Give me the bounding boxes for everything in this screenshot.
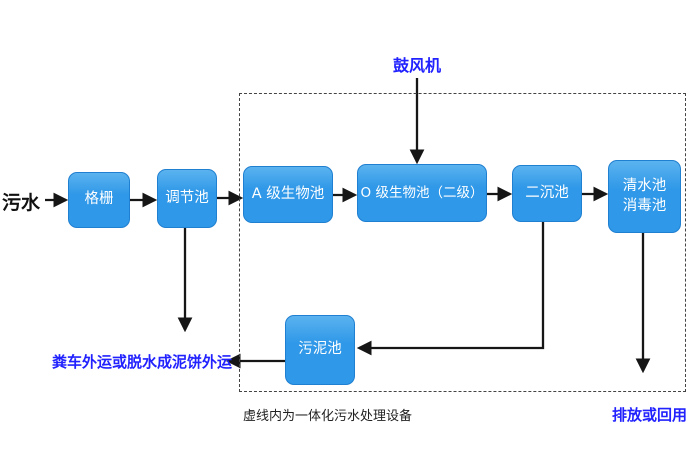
node-o-bio-tank: O 级生物池（二级） <box>357 164 487 222</box>
label-sewage-inflow: 污水 <box>2 192 41 214</box>
caption-equipment-boundary: 虚线内为一体化污水处理设备 <box>243 409 413 424</box>
label-sludge-disposal: 粪车外运或脱水成泥饼外运 <box>52 353 233 371</box>
node-secondary-sedimentation-tank: 二沉池 <box>512 165 582 222</box>
node-grid: 格栅 <box>68 172 130 228</box>
node-regulating-tank: 调节池 <box>157 169 217 228</box>
node-clear-water-disinfection-tank: 清水池 消毒池 <box>608 160 681 233</box>
label-blower: 鼓风机 <box>392 56 441 75</box>
node-sludge-tank: 污泥池 <box>285 315 355 385</box>
equipment-boundary <box>239 93 686 392</box>
node-a-bio-tank: A 级生物池 <box>243 166 333 223</box>
label-discharge-or-reuse: 排放或回用 <box>612 406 688 424</box>
